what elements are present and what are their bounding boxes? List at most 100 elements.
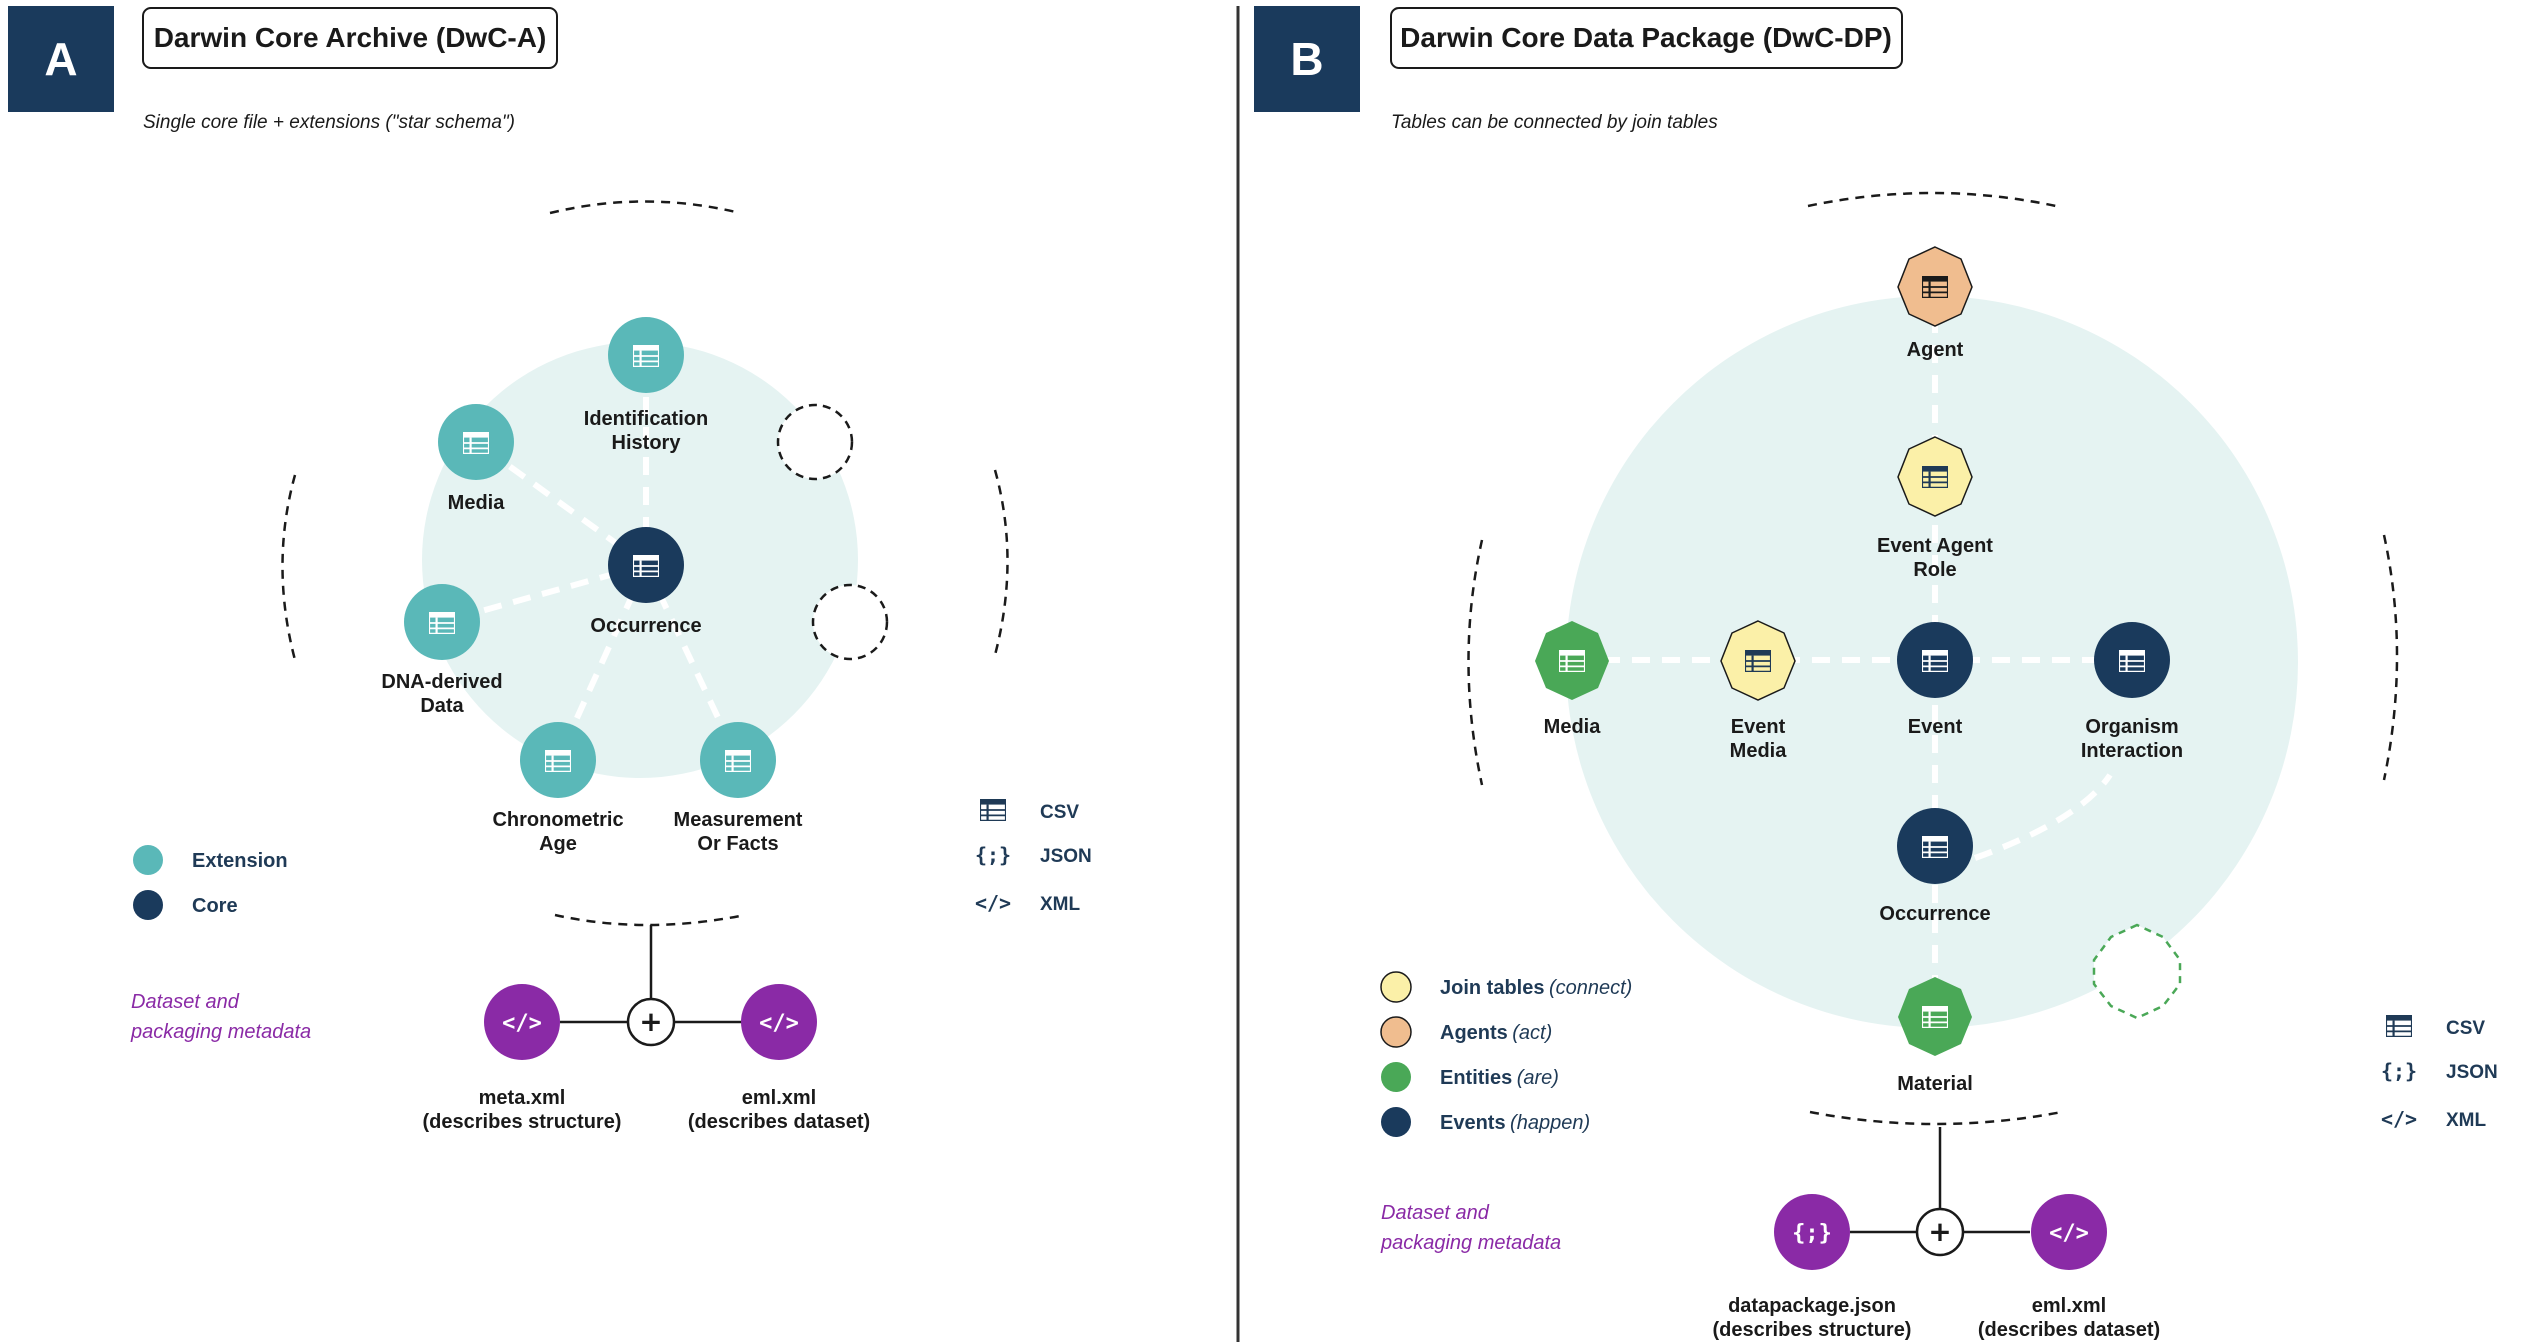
svg-text:DNA-derived: DNA-derived <box>381 671 502 693</box>
svg-text:Chronometric: Chronometric <box>492 809 623 831</box>
node-measurement-or-facts: Measurement Or Facts <box>674 722 803 855</box>
svg-text:Organism: Organism <box>2085 716 2178 738</box>
legend-join-label: Join tables (connect) <box>1440 977 1632 999</box>
node-agent: Agent <box>1897 246 1973 361</box>
node-dna-derived-data: DNA-derived Data <box>381 584 503 717</box>
svg-text:+: + <box>1928 1215 1951 1248</box>
node-media-a: Media <box>438 404 514 514</box>
dashed-arc-left <box>281 474 297 661</box>
formats-b: CSV {;} JSON </> XML <box>2381 1015 2498 1131</box>
svg-text:Role: Role <box>1913 559 1956 581</box>
svg-text:Media: Media <box>1730 740 1788 762</box>
svg-text:Event Agent: Event Agent <box>1877 535 1993 557</box>
metadata-connector-a: + <box>560 925 742 1047</box>
xml-icon: </> <box>759 1011 799 1036</box>
xml-icon: </> <box>2381 1107 2417 1131</box>
file-datapackage-json: {;} datapackage.json (describes structur… <box>1713 1194 1912 1341</box>
legend-extension-swatch <box>133 845 163 875</box>
node-chronometric-age: Chronometric Age <box>492 722 624 855</box>
dashed-arc-bottom <box>554 913 746 927</box>
file-meta-xml: </> meta.xml (describes structure) <box>423 984 622 1133</box>
svg-text:eml.xml: eml.xml <box>742 1087 816 1109</box>
node-organism-interaction: Organism Interaction <box>2081 622 2183 762</box>
node-event-media: Event Media <box>1720 620 1796 762</box>
svg-text:+: + <box>639 1005 662 1038</box>
legend-extension-label: Extension <box>192 850 288 872</box>
csv-icon <box>2386 1015 2412 1037</box>
formats-a: CSV {;} JSON </> XML <box>975 799 1092 915</box>
legend-events-swatch <box>1381 1107 1411 1137</box>
svg-text:Identification: Identification <box>584 408 708 430</box>
panel-a-title: Darwin Core Archive (DwC-A) <box>154 22 547 53</box>
node-media-b: Media <box>1535 621 1609 738</box>
dashed-arc-right-b <box>2382 534 2399 781</box>
dashed-arc-left-b <box>1467 539 1484 786</box>
dashed-arc-right <box>993 469 1009 656</box>
legend-agents-swatch <box>1380 1016 1412 1048</box>
svg-text:JSON: JSON <box>2446 1062 2498 1083</box>
panel-a-badge <box>8 6 114 112</box>
svg-text:(describes structure): (describes structure) <box>423 1111 622 1133</box>
svg-text:(describes dataset): (describes dataset) <box>1978 1319 2160 1341</box>
node-occurrence-core: Occurrence <box>590 527 702 637</box>
svg-text:Or Facts: Or Facts <box>697 833 778 855</box>
svg-text:History: History <box>612 432 682 454</box>
svg-text:meta.xml: meta.xml <box>479 1087 566 1109</box>
xml-icon: </> <box>502 1011 542 1036</box>
placeholder-entity <box>2092 923 2182 1020</box>
dashed-arc-top-b <box>1807 191 2057 208</box>
legend-core-swatch <box>133 890 163 920</box>
svg-text:Occurrence: Occurrence <box>1879 903 1990 925</box>
file-eml-xml-a: </> eml.xml (describes dataset) <box>688 984 870 1133</box>
metadata-label-b-line2: packaging metadata <box>1380 1232 1561 1254</box>
svg-text:Media: Media <box>1544 716 1602 738</box>
legend-core-label: Core <box>192 895 238 917</box>
legend-entities-swatch <box>1381 1062 1411 1092</box>
metadata-label-a-line1: Dataset and <box>131 991 240 1013</box>
dashed-arc-top <box>549 200 741 215</box>
panel-b-title-box <box>1390 7 1903 69</box>
svg-text:Measurement: Measurement <box>674 809 803 831</box>
xml-icon: </> <box>975 891 1011 915</box>
svg-text:CSV: CSV <box>2446 1018 2485 1039</box>
plus-icon <box>626 997 676 1047</box>
svg-text:Material: Material <box>1897 1073 1973 1095</box>
csv-icon <box>980 799 1006 821</box>
metadata-label-a-line2: packaging metadata <box>130 1021 311 1043</box>
placeholder-extension-1 <box>776 403 854 481</box>
panel-b-letter: B <box>1290 33 1323 85</box>
svg-text:XML: XML <box>1040 894 1081 915</box>
svg-text:datapackage.json: datapackage.json <box>1728 1295 1896 1317</box>
legend-entities-label: Entities (are) <box>1440 1067 1559 1089</box>
svg-text:Age: Age <box>539 833 577 855</box>
dashed-arc-bottom-b <box>1809 1110 2063 1126</box>
panel-b: B Darwin Core Data Package (DwC-DP) Tabl… <box>1254 6 2498 1341</box>
plus-icon <box>1915 1207 1965 1257</box>
svg-text:(describes structure): (describes structure) <box>1713 1319 1912 1341</box>
panel-a: A Darwin Core Archive (DwC-A) Single cor… <box>8 6 1092 1133</box>
json-icon: {;} <box>2381 1059 2417 1083</box>
svg-text:Occurrence: Occurrence <box>590 615 701 637</box>
svg-text:Event: Event <box>1908 716 1963 738</box>
node-event: Event <box>1897 622 1973 738</box>
svg-text:JSON: JSON <box>1040 846 1092 867</box>
svg-text:Interaction: Interaction <box>2081 740 2183 762</box>
panel-a-title-box <box>142 7 558 69</box>
legend-a: Extension Core <box>133 845 288 920</box>
panel-b-title: Darwin Core Data Package (DwC-DP) <box>1400 22 1892 53</box>
json-icon: {;} <box>1792 1221 1832 1246</box>
node-identification-history: Identification History <box>584 317 708 454</box>
json-icon: {;} <box>975 843 1011 867</box>
svg-text:XML: XML <box>2446 1110 2487 1131</box>
svg-text:(describes dataset): (describes dataset) <box>688 1111 870 1133</box>
svg-text:Agent: Agent <box>1907 339 1964 361</box>
svg-text:Event: Event <box>1731 716 1786 738</box>
metadata-label-b-line1: Dataset and <box>1381 1202 1490 1224</box>
svg-text:eml.xml: eml.xml <box>2032 1295 2106 1317</box>
node-material: Material <box>1897 977 1973 1095</box>
svg-text:CSV: CSV <box>1040 802 1079 823</box>
panel-b-badge <box>1254 6 1360 112</box>
file-eml-xml-b: </> eml.xml (describes dataset) <box>1978 1194 2160 1341</box>
svg-text:Media: Media <box>448 492 506 514</box>
node-event-agent-role: Event Agent Role <box>1877 436 1993 581</box>
